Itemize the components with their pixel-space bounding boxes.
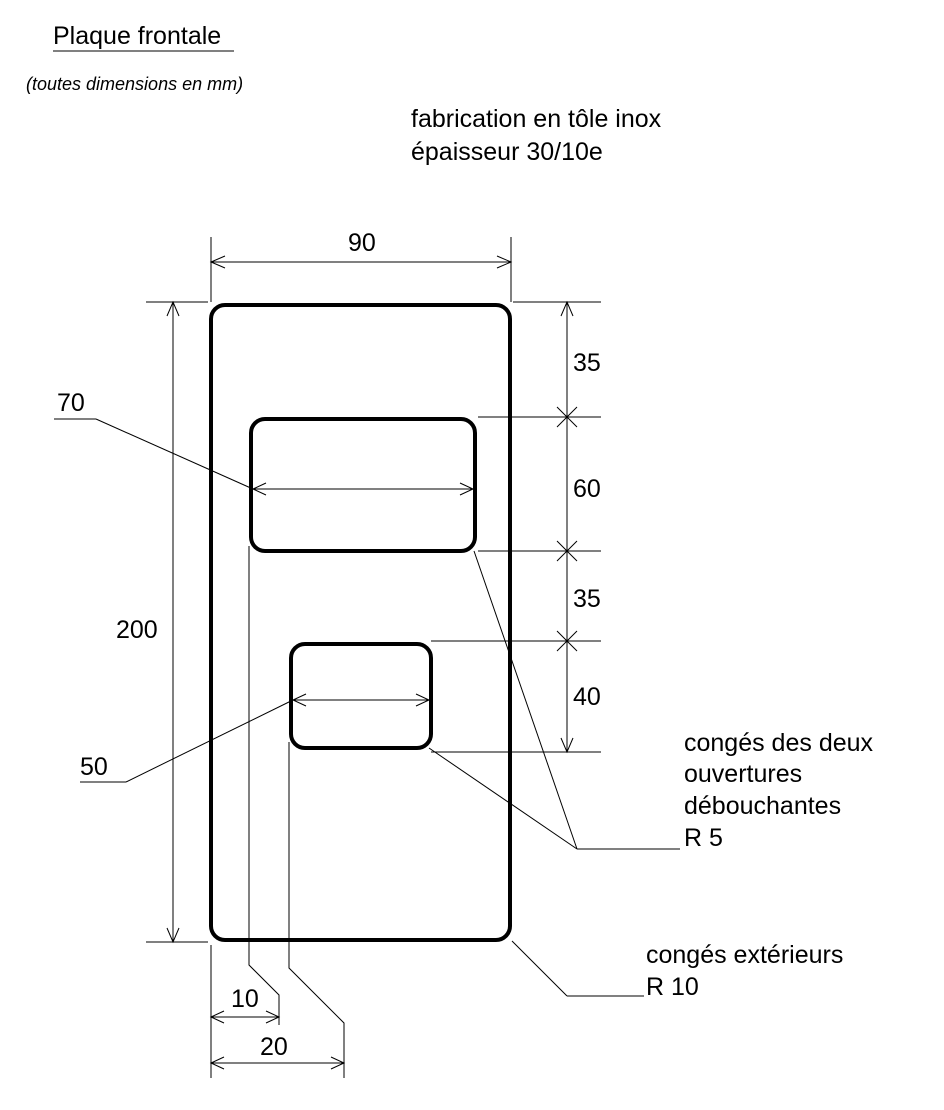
units-note: (toutes dimensions en mm) [26,74,243,94]
dimension-outer-height-label: 200 [116,616,158,644]
dimension-lower-left-offset-label: 20 [260,1033,288,1061]
inner-fillet-note-line1: congés des deux [684,729,874,757]
dimension-outer-height [146,300,208,944]
leader-inner-fillets [428,550,680,850]
inner-fillet-radius: R 5 [684,824,723,852]
thickness-spec: épaisseur 30/10e [411,138,603,166]
dimension-lower-opening-width [80,693,431,783]
material-spec: fabrication en tôle inox [411,105,662,133]
page-title: Plaque frontale [53,22,221,50]
outer-plate-outline [209,303,512,942]
leader-outer-fillets [511,940,644,997]
outer-fillet-note-line1: congés extérieurs [646,941,843,969]
lower-opening-outline [289,642,433,750]
upper-opening-outline [249,417,477,553]
dimension-bottom-offsets [209,546,346,1078]
dimension-top-margin-label: 35 [573,349,601,377]
dimension-outer-width [209,237,513,302]
outer-fillet-radius: R 10 [646,973,699,1001]
inner-fillet-note-line2: ouvertures [684,760,802,788]
dimension-gap-label: 35 [573,585,601,613]
inner-fillet-note-line3: débouchantes [684,792,841,820]
dimension-lower-opening-height-label: 40 [573,683,601,711]
dimension-outer-width-label: 90 [348,229,376,257]
dimension-right-chain [431,300,601,754]
dimension-lower-opening-width-label: 50 [80,753,108,781]
dimension-upper-opening-height-label: 60 [573,475,601,503]
dimension-upper-opening-width [54,418,475,496]
dimension-upper-left-offset-label: 10 [231,985,259,1013]
dimension-upper-opening-width-label: 70 [57,389,85,417]
